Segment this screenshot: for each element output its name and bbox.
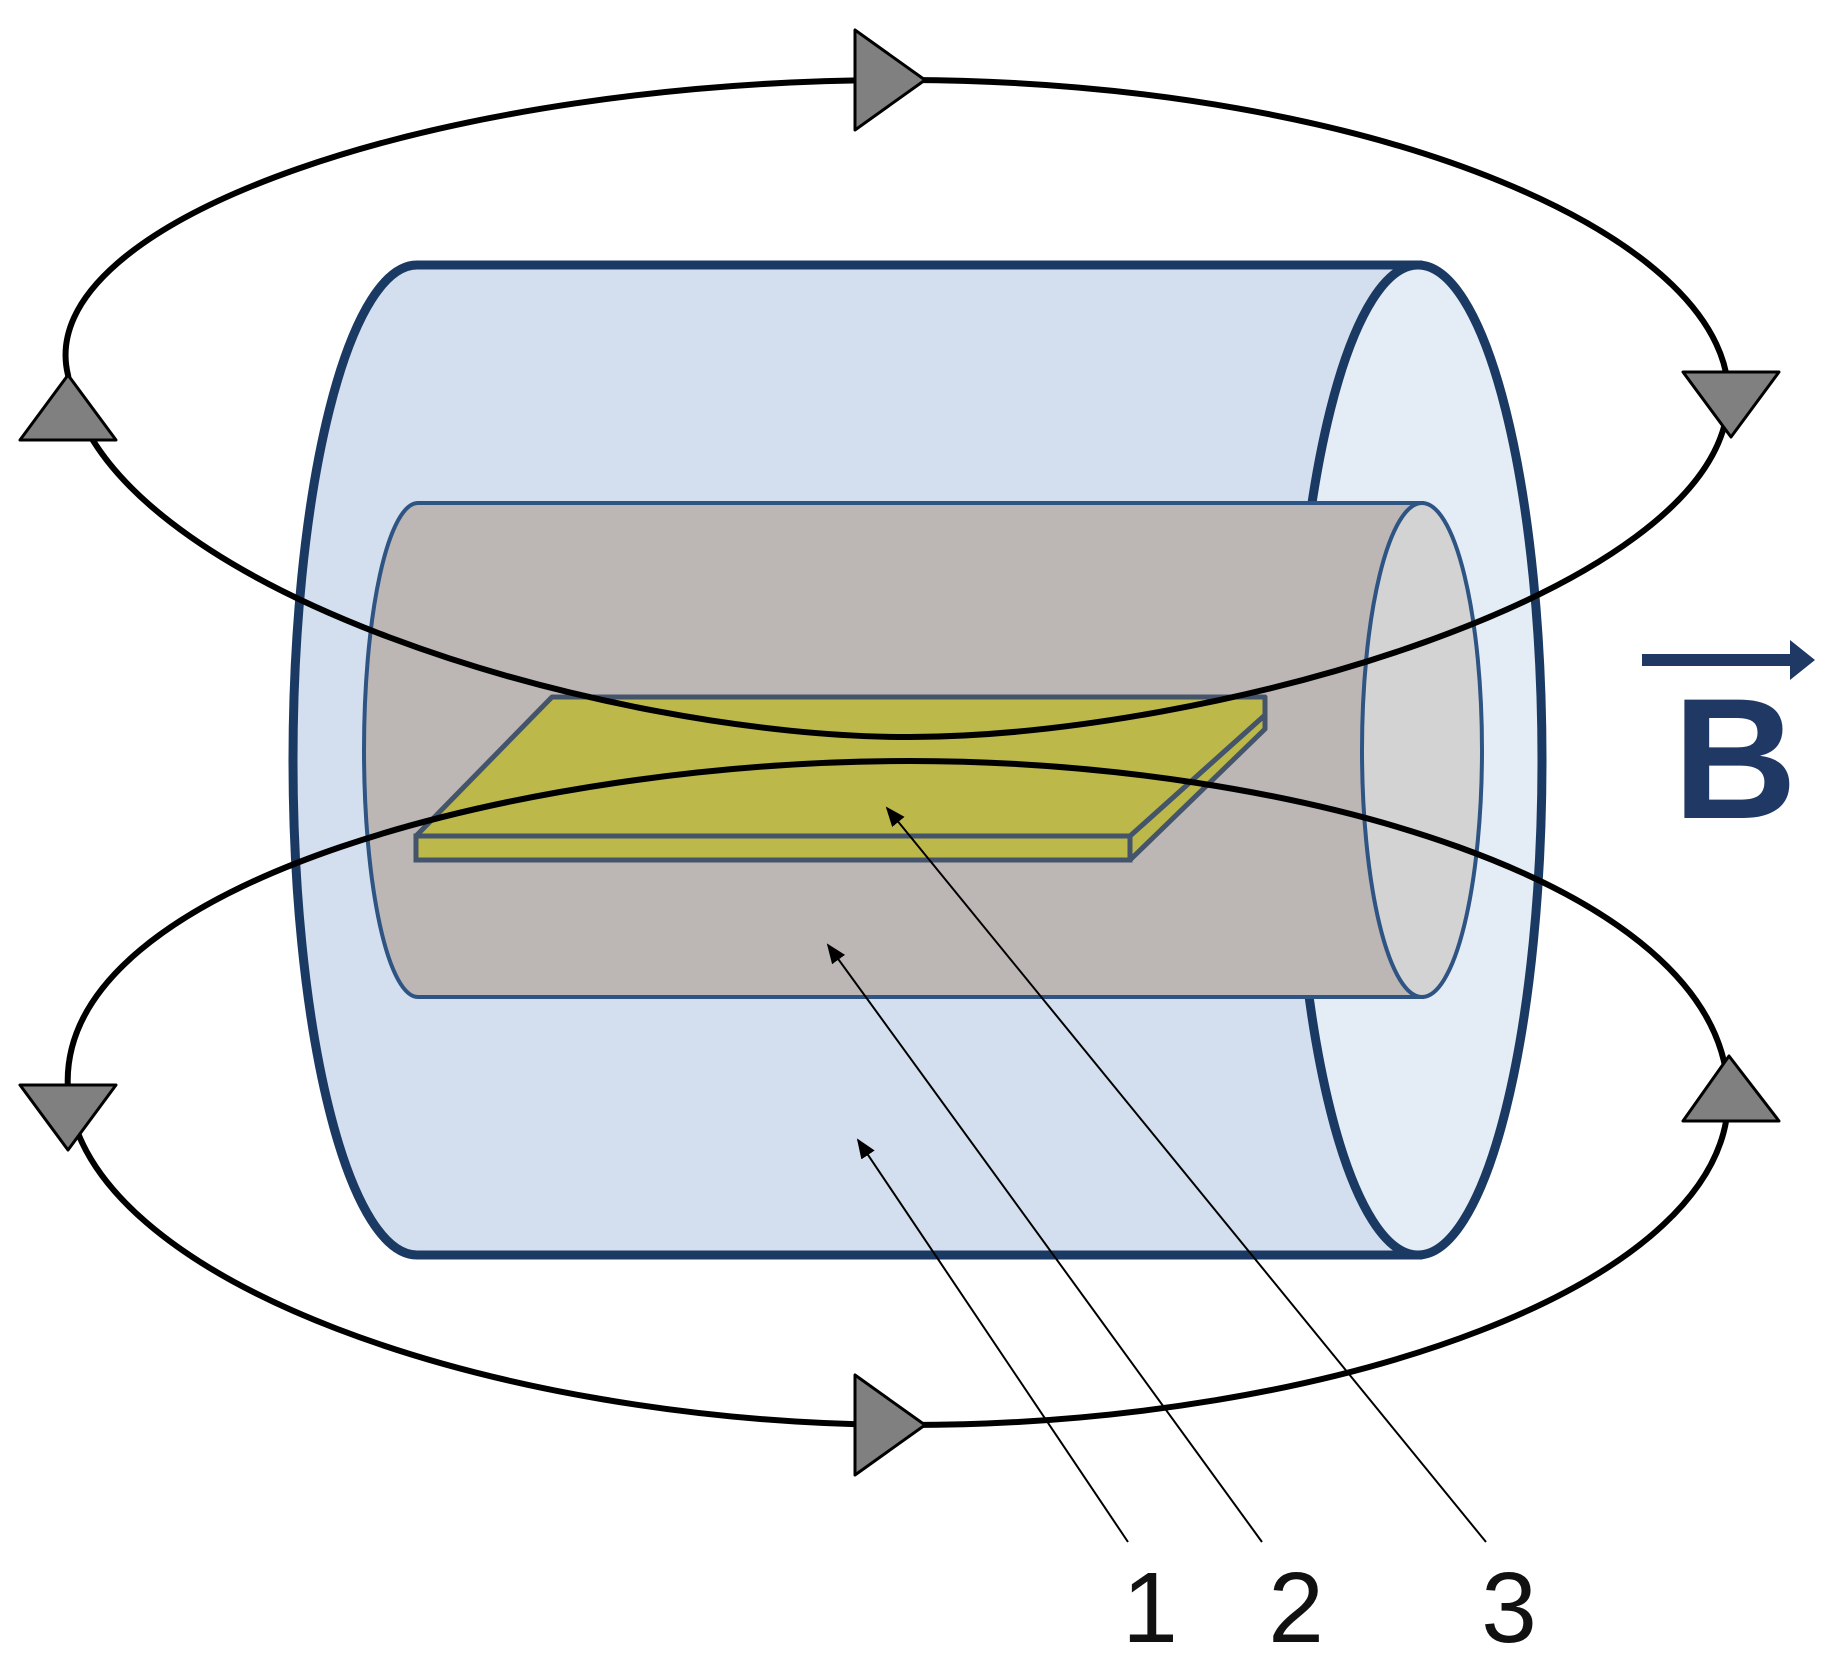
arrowhead-top-icon <box>853 28 927 132</box>
vector-arrow-icon <box>1790 640 1815 680</box>
arrowhead-lower-right-icon <box>1681 1054 1781 1123</box>
callout-line-3 <box>885 806 1487 1543</box>
callout-label-3: 3 <box>1481 1552 1537 1655</box>
plate-top <box>413 694 1268 839</box>
callout-label-1: 1 <box>1122 1552 1178 1655</box>
field-vector: B <box>1642 640 1815 855</box>
inner-cylinder-end <box>1360 501 1484 999</box>
arrowhead-upper-left-icon <box>18 373 118 442</box>
callout-line-2 <box>826 943 1263 1543</box>
arrowhead-upper-right-icon <box>1681 370 1781 439</box>
callout-line-1 <box>856 1138 1129 1543</box>
field-arrowheads <box>18 28 1781 1477</box>
field-vector-label: B <box>1673 663 1797 855</box>
plate <box>413 694 1268 863</box>
plate-front <box>413 833 1133 863</box>
arrowhead-lower-left-icon <box>18 1083 118 1152</box>
arrowhead-bottom-icon <box>853 1373 927 1477</box>
callout-label-2: 2 <box>1268 1552 1324 1655</box>
callout-lines <box>826 806 1487 1543</box>
